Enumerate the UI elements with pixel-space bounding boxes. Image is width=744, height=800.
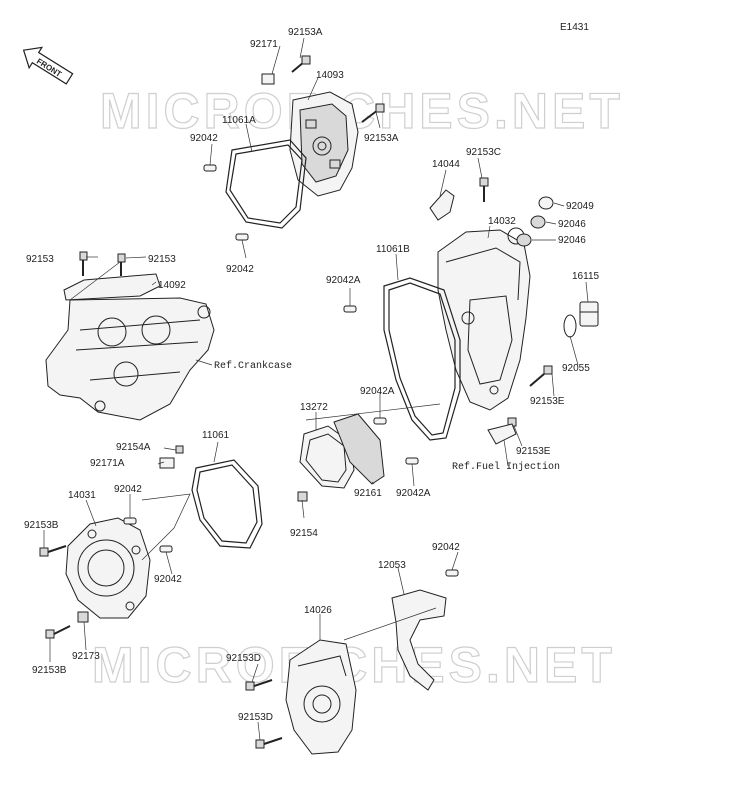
bolt-92153E-a [529,365,553,387]
dowel-92042-a [203,164,217,172]
leader-lines [43,37,589,741]
cover-14092 [63,273,161,301]
gasket-11061A [225,139,307,229]
damper-92173 [77,611,89,623]
label-92153E-a: 92153E [530,396,565,407]
ring-92055 [563,314,577,338]
label-92153B-a: 92153B [24,520,59,531]
label-14026: 14026 [304,605,332,616]
cover-13272 [299,425,355,489]
bracket-14044 [429,189,455,221]
bolt-92171 [261,73,275,85]
cover-14032 [437,227,531,411]
label-12053: 12053 [378,560,406,571]
label-92042-a: 92042 [190,133,218,144]
dowel-92042-b [235,233,249,241]
bolt-92153C [479,177,489,202]
seal-92046-b [516,233,532,247]
label-11061B: 11061B [376,244,410,255]
bolt-92153A-top [291,55,311,73]
label-11061A: 11061A [222,115,256,126]
label-92153A-b: 92153A [364,133,399,144]
cover-14093 [289,91,359,197]
label-ref-fuel-injection: Ref.Fuel Injection [452,461,560,473]
watermark-top: MICROFICHES.NET [100,83,624,139]
gasket-11061B [383,277,461,441]
label-14031: 14031 [68,490,96,501]
label-92153D-a: 92153D [226,653,261,664]
label-92049: 92049 [566,201,594,212]
bolt-92153-a [79,251,88,276]
label-92153E-b: 92153E [516,446,551,457]
dowel-92042-d [159,545,173,553]
label-92153-a: 92153 [26,254,54,265]
label-92153A-top: 92153A [288,27,323,38]
label-ref-crankcase: Ref.Crankcase [214,360,292,372]
bolt-92153D-a [245,679,273,691]
bolt-92153B-b [45,625,71,639]
seal-92049 [538,196,554,210]
label-92042A-a: 92042A [326,275,361,286]
label-92173: 92173 [72,651,100,662]
label-92154A: 92154A [116,442,151,453]
label-92046-a: 92046 [558,219,586,230]
label-92161: 92161 [354,488,382,499]
diagram-code: E1431 [560,22,589,33]
label-92046-b: 92046 [558,235,586,246]
label-92153-b: 92153 [148,254,176,265]
dowel-92042A-a [343,305,357,313]
bolt-92154 [297,491,308,502]
label-92153B-b: 92153B [32,665,67,676]
seal-92046-a [530,215,546,229]
label-92055: 92055 [562,363,590,374]
bolt-92153-b [117,253,126,276]
label-13272: 13272 [300,402,328,413]
label-16115: 16115 [572,271,600,282]
label-92154: 92154 [290,528,318,539]
cover-14031 [65,517,151,619]
clip-92154A [175,445,184,454]
label-92042-e: 92042 [432,542,460,553]
front-arrow-icon: FRONT [22,46,74,85]
fuel-injection-bracket [487,423,517,445]
label-92042A-c: 92042A [396,488,431,499]
dowel-92042-e [445,569,459,577]
label-92042-d: 92042 [154,574,182,585]
crankcase-ref [45,297,215,421]
label-11061: 11061 [202,430,230,441]
bolt-92153A-right [361,103,385,123]
label-14044: 14044 [432,159,460,170]
label-92171A: 92171A [90,458,125,469]
dowel-92042A-c [405,457,419,465]
plug-16115 [579,301,599,327]
label-92042A-b: 92042A [360,386,395,397]
label-92042-b: 92042 [226,264,254,275]
cover-14026 [285,639,357,755]
label-14032: 14032 [488,216,516,227]
label-14092: 14092 [158,280,186,291]
dowel-92042A-b [373,417,387,425]
gasket-11061 [191,459,263,549]
dowel-92042-c [123,517,137,525]
label-92153C: 92153C [466,147,501,158]
label-92171: 92171 [250,39,278,50]
label-92153D-b: 92153D [238,712,273,723]
label-92042-c: 92042 [114,484,142,495]
guide-12053 [391,589,447,691]
label-14093: 14093 [316,70,344,81]
